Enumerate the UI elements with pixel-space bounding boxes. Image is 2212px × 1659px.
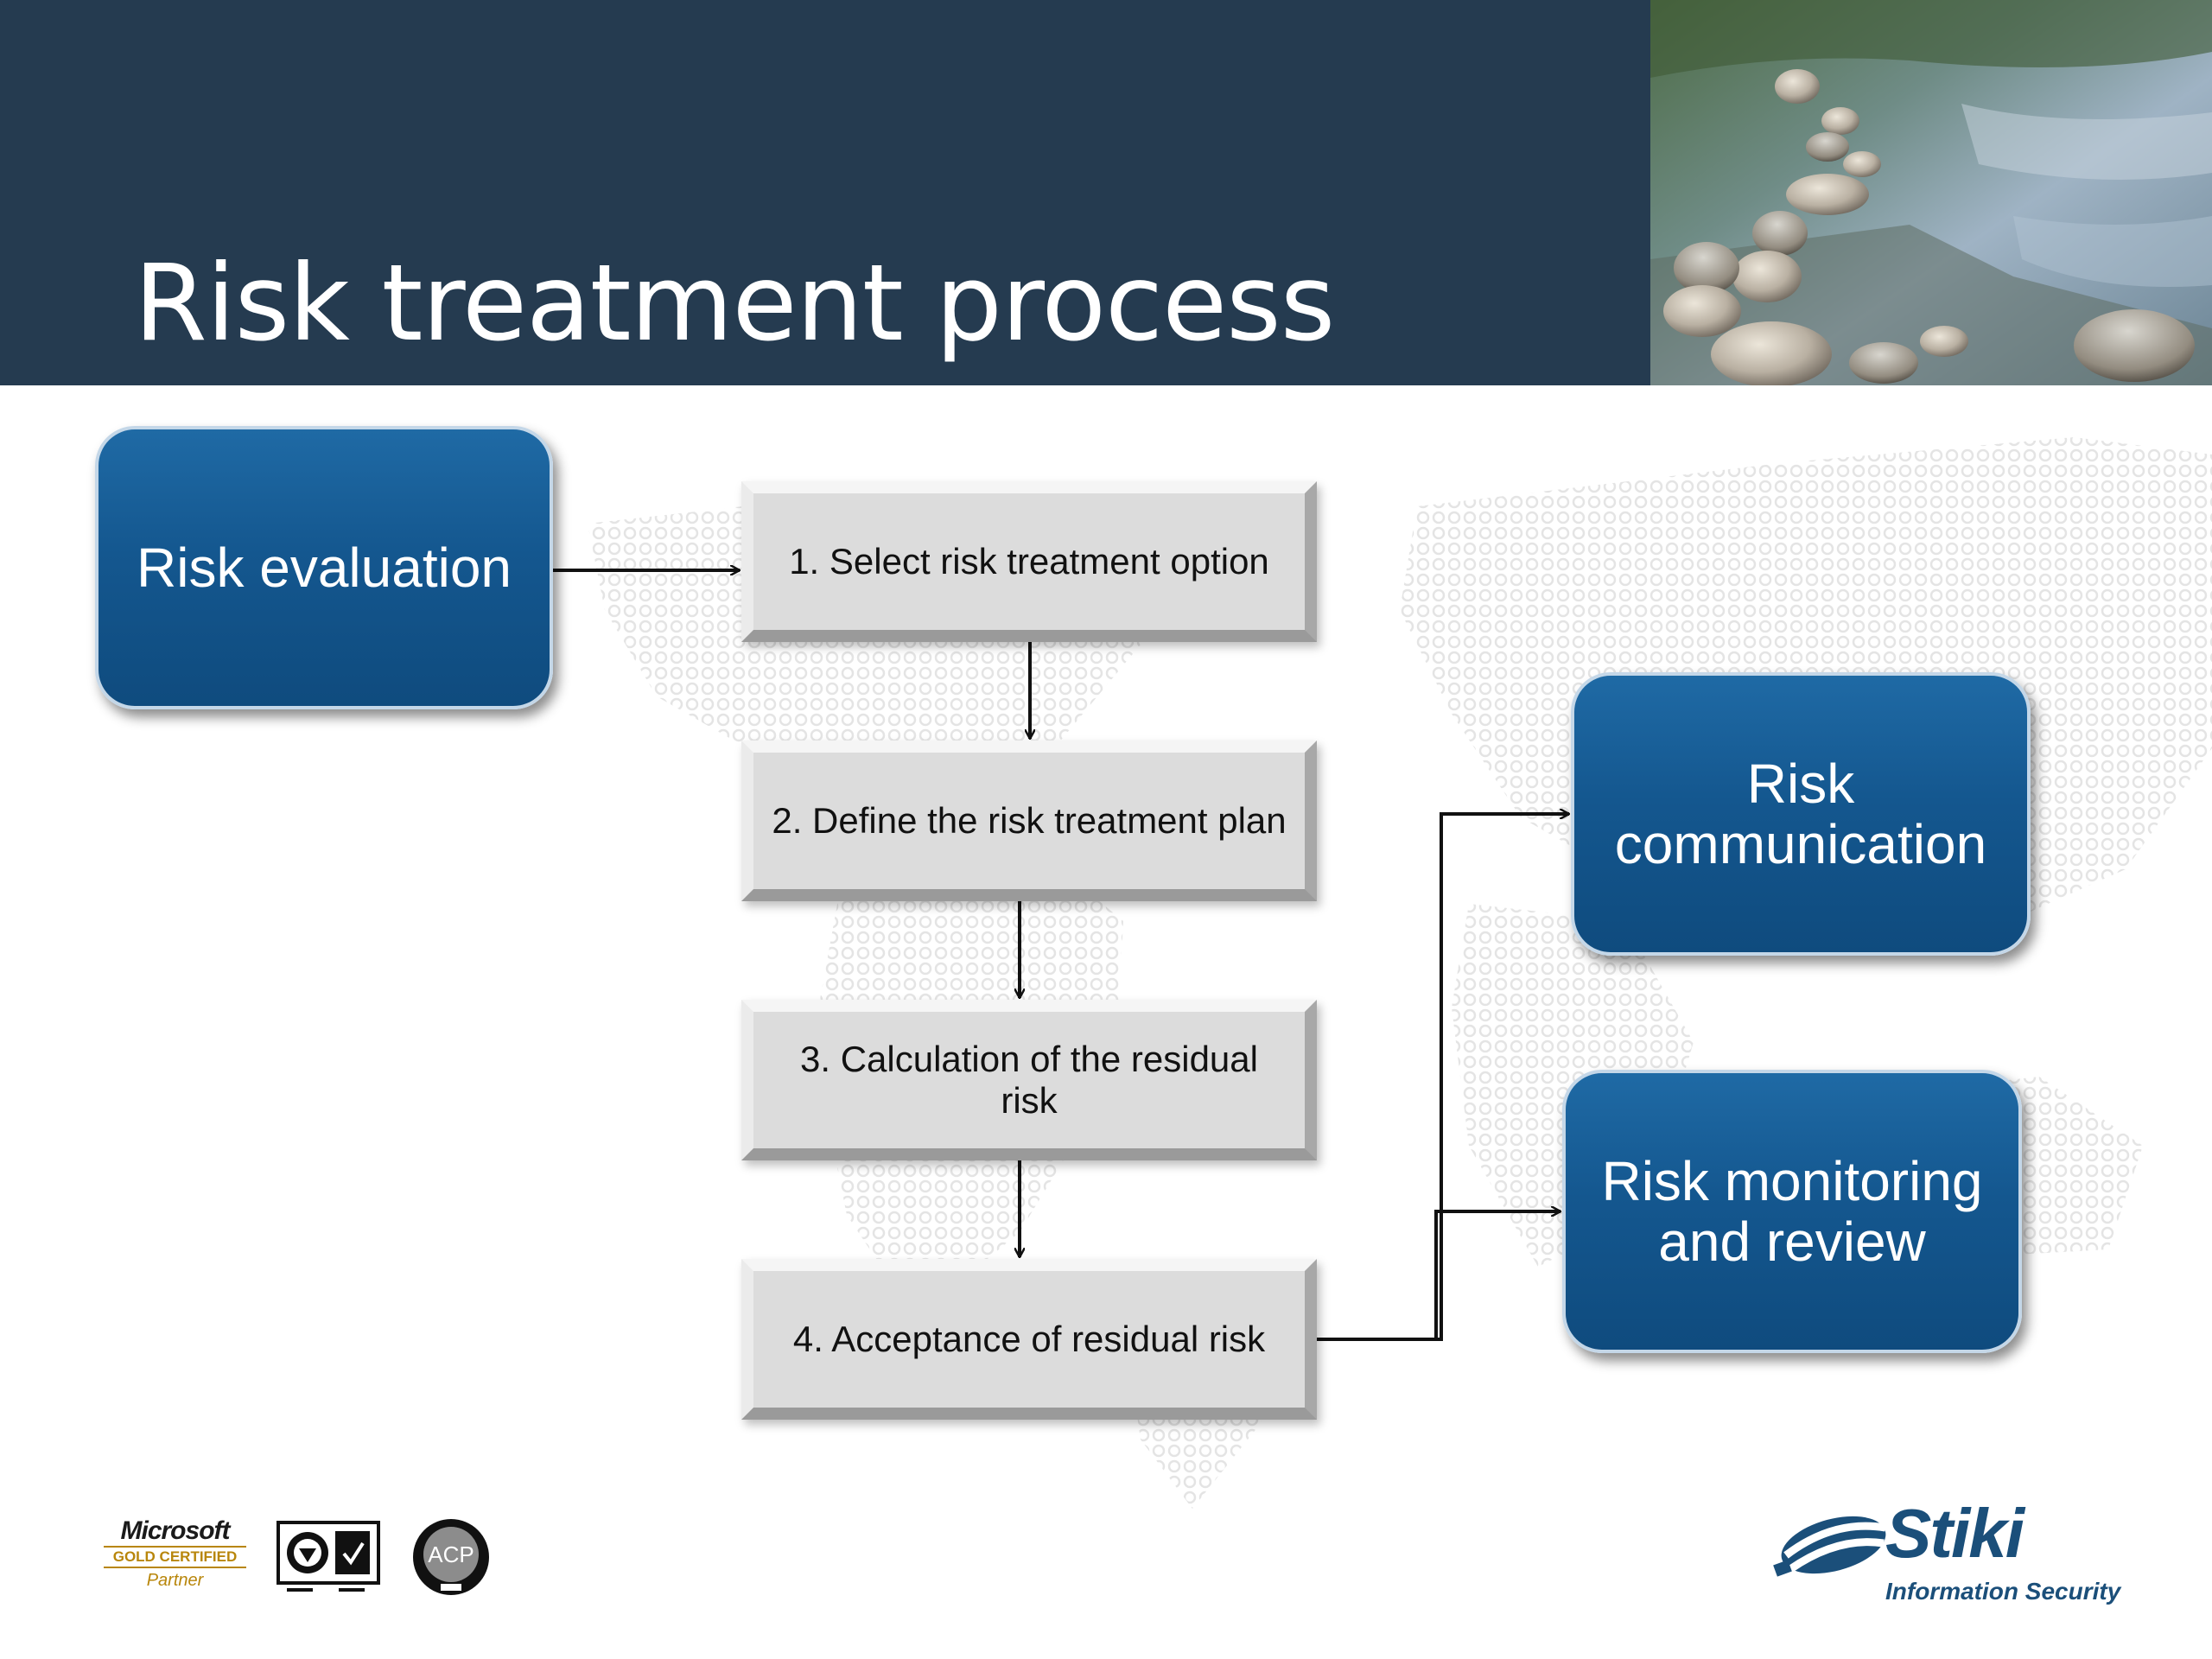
step-4-label: 4. Acceptance of residual risk [792, 1319, 1266, 1359]
risk-evaluation-label: Risk evaluation [137, 537, 512, 599]
certification-logo [276, 1521, 380, 1592]
risk-monitoring-label: Risk monitoring and review [1601, 1150, 1983, 1273]
step-1-box: 1. Select risk treatment option [741, 481, 1317, 642]
risk-monitoring-box: Risk monitoring and review [1562, 1070, 2022, 1353]
gold-certified-label: GOLD CERTIFIED [104, 1546, 246, 1568]
stiki-logo: Stiki Information Security [1763, 1495, 2143, 1616]
title-banner: Risk treatment process [0, 0, 1650, 385]
partner-label: Partner [146, 1571, 204, 1590]
step-2-box: 2. Define the risk treatment plan [741, 741, 1317, 901]
microsoft-wordmark: Microsoft [120, 1516, 231, 1545]
river-stones-photo [1650, 0, 2212, 385]
risk-communication-box: Risk communication [1571, 672, 2031, 956]
microsoft-partner-logo: Microsoft GOLD CERTIFIED Partner [104, 1516, 246, 1611]
acp-logo: ACP [413, 1519, 489, 1595]
stiki-emblem-icon [1773, 1516, 1886, 1577]
acp-label: ACP [428, 1541, 474, 1567]
arrow-step4-to-monitoring [1315, 1211, 1560, 1341]
step-4-box: 4. Acceptance of residual risk [741, 1259, 1317, 1420]
risk-communication-label: Risk communication [1614, 753, 1987, 875]
step-3-box: 3. Calculation of the residual risk [741, 1000, 1317, 1160]
risk-evaluation-box: Risk evaluation [95, 426, 553, 709]
stiki-wordmark: Stiki [1885, 1495, 2024, 1572]
step-2-label: 2. Define the risk treatment plan [772, 800, 1287, 841]
stiki-tagline: Information Security [1885, 1578, 2121, 1605]
step-3-label: 3. Calculation of the residual risk [800, 1039, 1258, 1121]
arrow-step4-to-communication [1315, 814, 1569, 1341]
slide-title: Risk treatment process [134, 242, 1335, 365]
step-1-label: 1. Select risk treatment option [789, 541, 1269, 582]
partner-logos: Microsoft GOLD CERTIFIED Partner ACP [104, 1516, 510, 1611]
